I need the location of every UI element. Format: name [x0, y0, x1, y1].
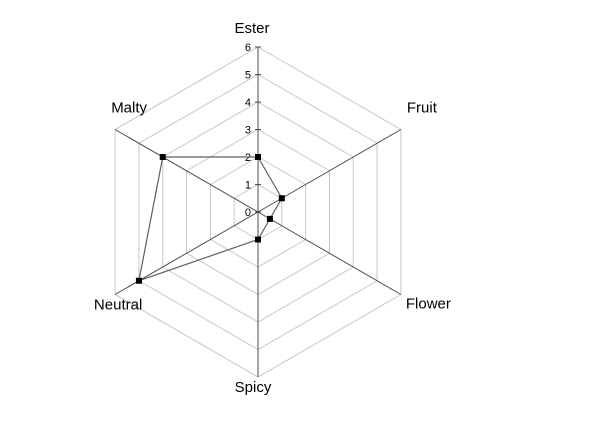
- tick-label-6: 6: [245, 42, 251, 54]
- data-marker-fruit: [278, 195, 285, 202]
- tick-label-5: 5: [245, 70, 251, 82]
- category-label-ester: Ester: [234, 20, 269, 37]
- data-marker-spicy: [255, 236, 261, 243]
- category-label-spicy: Spicy: [235, 379, 272, 396]
- data-marker-neutral: [135, 277, 142, 284]
- category-label-fruit: Fruit: [407, 100, 438, 117]
- category-label-flower: Flower: [406, 296, 451, 313]
- data-marker-flower: [266, 215, 273, 222]
- data-marker-malty: [159, 154, 166, 160]
- tick-label-3: 3: [245, 125, 251, 137]
- category-label-malty: Malty: [111, 100, 147, 117]
- tick-label-2: 2: [245, 152, 251, 164]
- axis-spoke-malty: [114, 129, 259, 213]
- data-marker-ester: [255, 154, 261, 160]
- tick-label-0: 0: [245, 207, 251, 219]
- tick-label-1: 1: [245, 180, 251, 192]
- category-label-neutral: Neutral: [94, 297, 142, 314]
- axis-spoke-flower: [257, 211, 402, 295]
- tick-label-4: 4: [245, 97, 251, 109]
